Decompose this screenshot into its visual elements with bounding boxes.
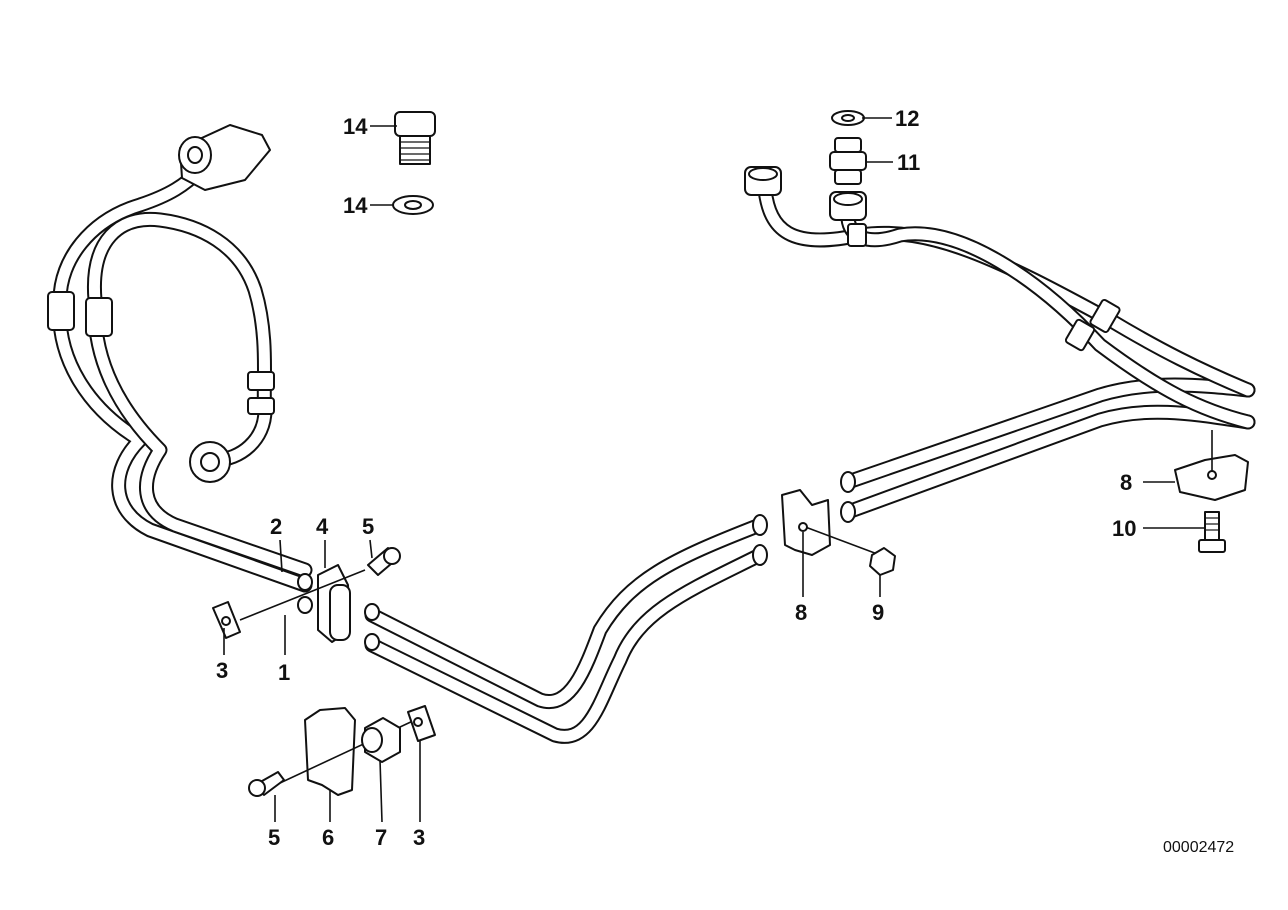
oil-cooler-line-lower-pair xyxy=(52,292,1256,744)
bracket-part-8-right xyxy=(1174,430,1249,501)
document-number: 00002472 xyxy=(1163,839,1234,856)
callout-labels: 14 14 12 11 2 4 5 3 1 8 9 8 10 5 6 7 3 0… xyxy=(216,106,1234,856)
clamp-part-8-middle xyxy=(781,489,881,556)
clamp-part-4 xyxy=(239,564,366,643)
callout-14: 14 xyxy=(343,193,368,218)
clamp-assembly-bottom xyxy=(248,705,436,797)
callout-6: 6 xyxy=(322,825,334,850)
callout-12: 12 xyxy=(895,106,919,131)
callout-5-top: 5 xyxy=(362,514,374,539)
callout-2: 2 xyxy=(270,514,282,539)
callout-13: 14 xyxy=(343,114,368,139)
callout-7: 7 xyxy=(375,825,387,850)
callout-10: 10 xyxy=(1112,516,1136,541)
callout-5-bottom: 5 xyxy=(268,825,280,850)
adapter-part-11 xyxy=(829,137,867,185)
callout-8-middle: 8 xyxy=(795,600,807,625)
callout-8-right: 8 xyxy=(1120,470,1132,495)
callout-3-bottom: 3 xyxy=(413,825,425,850)
callout-9: 9 xyxy=(872,600,884,625)
spring-nut-part-3-left xyxy=(212,601,241,639)
banjo-bolt-part-13 xyxy=(394,111,436,165)
nut-part-9 xyxy=(869,547,896,576)
screw-part-5-top xyxy=(367,547,401,576)
leader-lines xyxy=(223,117,1205,823)
oil-cooler-line-left-loops xyxy=(47,124,275,483)
pipe-cut-ends xyxy=(297,471,856,651)
washer-part-14 xyxy=(392,195,434,215)
oil-cooler-line-right-section xyxy=(744,166,1256,430)
callout-1: 1 xyxy=(278,660,290,685)
callout-4: 4 xyxy=(316,514,329,539)
washer-part-12 xyxy=(831,110,865,126)
callout-3-left: 3 xyxy=(216,658,228,683)
bolt-part-10 xyxy=(1198,511,1226,553)
callout-11: 11 xyxy=(897,150,920,175)
